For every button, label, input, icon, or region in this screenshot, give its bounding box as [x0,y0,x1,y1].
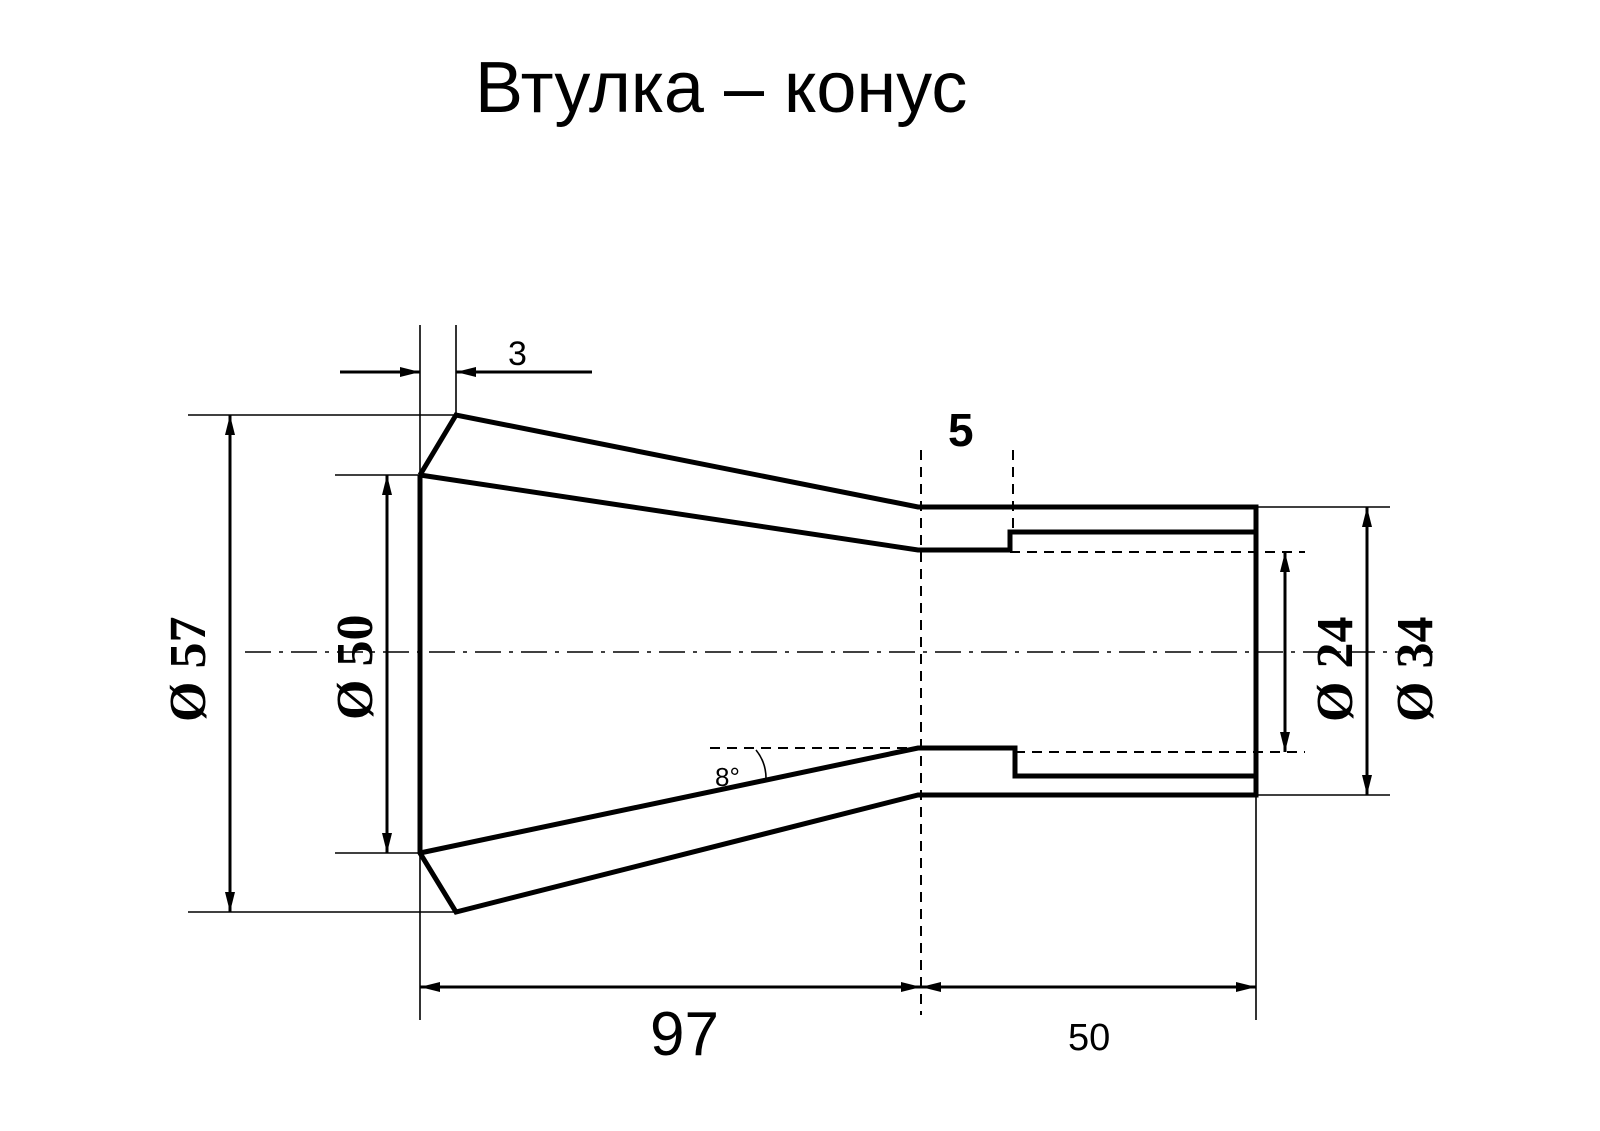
dim-outer-diameter: Ø 57 [160,415,235,912]
dim-sleeve-diameter: Ø 34 [1362,507,1444,795]
dim-cone-length-label: 97 [650,1000,719,1069]
dim-sleeve-diameter-label: Ø 34 [1387,617,1444,722]
dim-sleeve-length: 50 [921,982,1256,1059]
dim-angle: 8° [715,749,767,792]
dim-inner-diameter: Ø 50 [327,475,392,853]
dim-chamfer: 3 [340,335,592,377]
dim-chamfer-label: 3 [508,335,527,373]
hidden-lines [710,450,1305,1015]
dim-outer-diameter-label: Ø 57 [160,617,217,722]
part-outline [417,412,1259,915]
dim-cone-length: 97 [420,982,921,1069]
dim-inner-diameter-label: Ø 50 [327,615,384,720]
dim-angle-label: 8° [715,762,740,792]
dim-bore-diameter-label: Ø 24 [1307,617,1364,722]
dim-bore-diameter: Ø 24 [1280,552,1364,752]
dim-step-label: 5 [948,404,974,456]
drawing-title: Втулка – конус [475,48,967,128]
dim-sleeve-length-label: 50 [1068,1017,1110,1059]
